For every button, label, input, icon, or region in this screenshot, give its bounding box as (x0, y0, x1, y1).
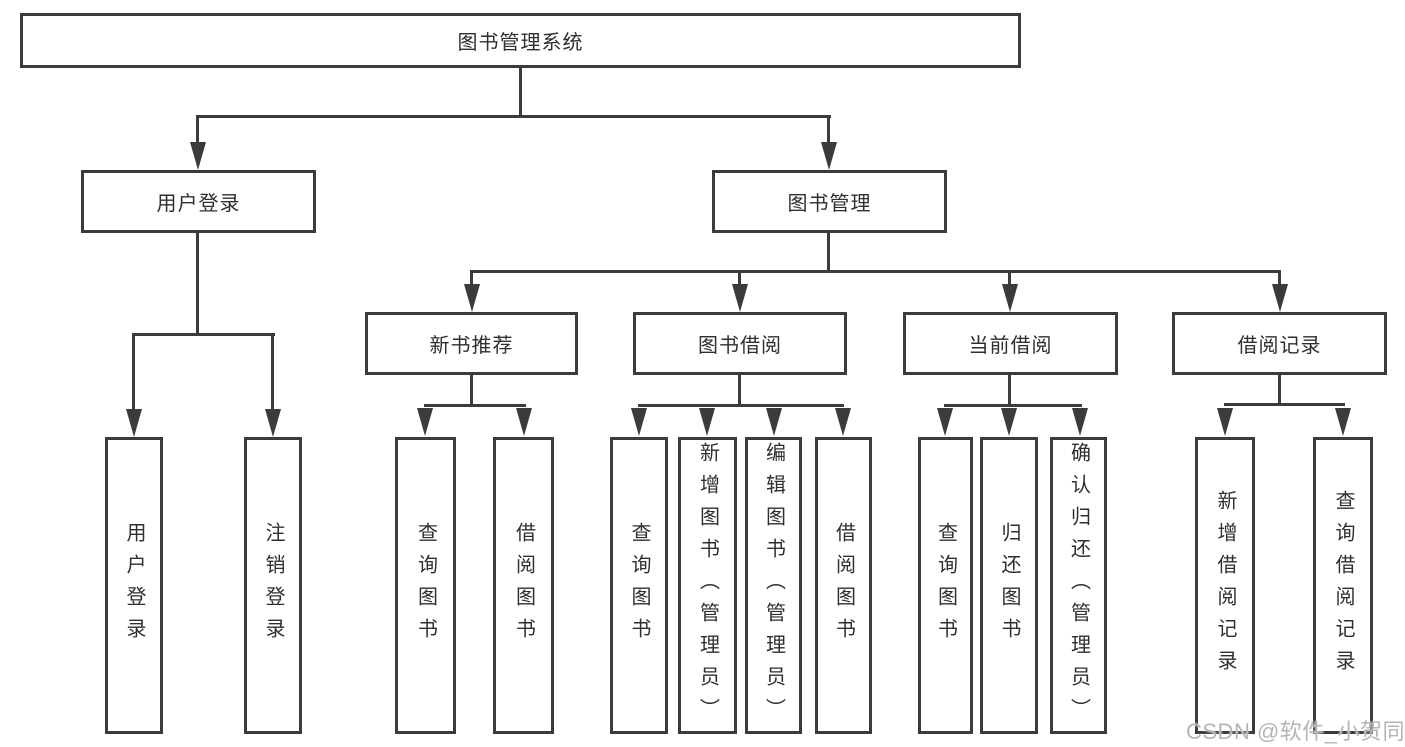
arrow-down-icon (1072, 408, 1088, 436)
node-leaf-query-books-current: 查询图书 (918, 437, 973, 734)
node-user-login: 用户登录 (81, 170, 316, 233)
arrow-down-icon (821, 142, 837, 170)
node-leaf-return-books: 归还图书 (980, 437, 1038, 734)
csdn-watermark: CSDN @软件_小贺同学 (1186, 719, 1405, 744)
connector-line (197, 115, 831, 118)
node-leaf-edit-books-admin: 编辑图书（管理员） (745, 437, 802, 734)
connector-line (1008, 270, 1011, 286)
connector-line (1278, 270, 1281, 286)
node-leaf-confirm-return-admin: 确认归还（管理员） (1050, 437, 1107, 734)
arrow-down-icon (265, 409, 281, 437)
connector-line (133, 333, 275, 336)
connector-line (470, 270, 1281, 273)
connector-line (1278, 375, 1281, 406)
arrow-down-icon (732, 284, 748, 312)
node-book-management: 图书管理 (712, 170, 947, 233)
connector-line (470, 270, 473, 286)
connector-line (132, 333, 135, 411)
arrow-down-icon (937, 408, 953, 436)
connector-line (827, 115, 830, 144)
node-leaf-query-borrow-record: 查询借阅记录 (1313, 437, 1373, 734)
arrow-down-icon (835, 408, 851, 436)
arrow-down-icon (766, 408, 782, 436)
connector-line (738, 375, 741, 406)
connector-line (519, 68, 522, 118)
node-leaf-add-books-admin: 新增图书（管理员） (678, 437, 737, 734)
connector-line (1224, 403, 1345, 406)
connector-line (196, 233, 199, 335)
arrow-down-icon (516, 408, 532, 436)
node-root: 图书管理系统 (20, 13, 1021, 68)
node-leaf-borrow-books-recommend: 借阅图书 (493, 437, 554, 734)
arrow-down-icon (1001, 408, 1017, 436)
connector-line (827, 233, 830, 272)
connector-line (738, 270, 741, 286)
connector-line (196, 115, 199, 144)
arrow-down-icon (190, 142, 206, 170)
connector-line (1008, 375, 1011, 406)
node-leaf-user-login: 用户登录 (105, 437, 163, 734)
arrow-down-icon (1272, 284, 1288, 312)
arrow-down-icon (464, 284, 480, 312)
connector-line (424, 404, 526, 407)
node-leaf-query-books-borrowing: 查询图书 (610, 437, 668, 734)
node-leaf-borrow-books: 借阅图书 (815, 437, 872, 734)
connector-line (944, 404, 1082, 407)
arrow-down-icon (1217, 408, 1233, 436)
node-current-borrowing: 当前借阅 (903, 312, 1118, 375)
arrow-down-icon (699, 408, 715, 436)
connector-line (638, 404, 844, 407)
arrow-down-icon (631, 408, 647, 436)
node-leaf-logout: 注销登录 (244, 437, 302, 734)
arrow-down-icon (1335, 408, 1351, 436)
node-book-borrowing: 图书借阅 (633, 312, 847, 375)
arrow-down-icon (126, 409, 142, 437)
connector-line (271, 333, 274, 411)
node-leaf-add-borrow-record: 新增借阅记录 (1195, 437, 1255, 734)
node-borrowing-records: 借阅记录 (1172, 312, 1387, 375)
node-leaf-query-books-recommend: 查询图书 (395, 437, 456, 734)
connector-line (470, 375, 473, 406)
arrow-down-icon (417, 408, 433, 436)
arrow-down-icon (1002, 284, 1018, 312)
node-new-book-recommendation: 新书推荐 (365, 312, 578, 375)
